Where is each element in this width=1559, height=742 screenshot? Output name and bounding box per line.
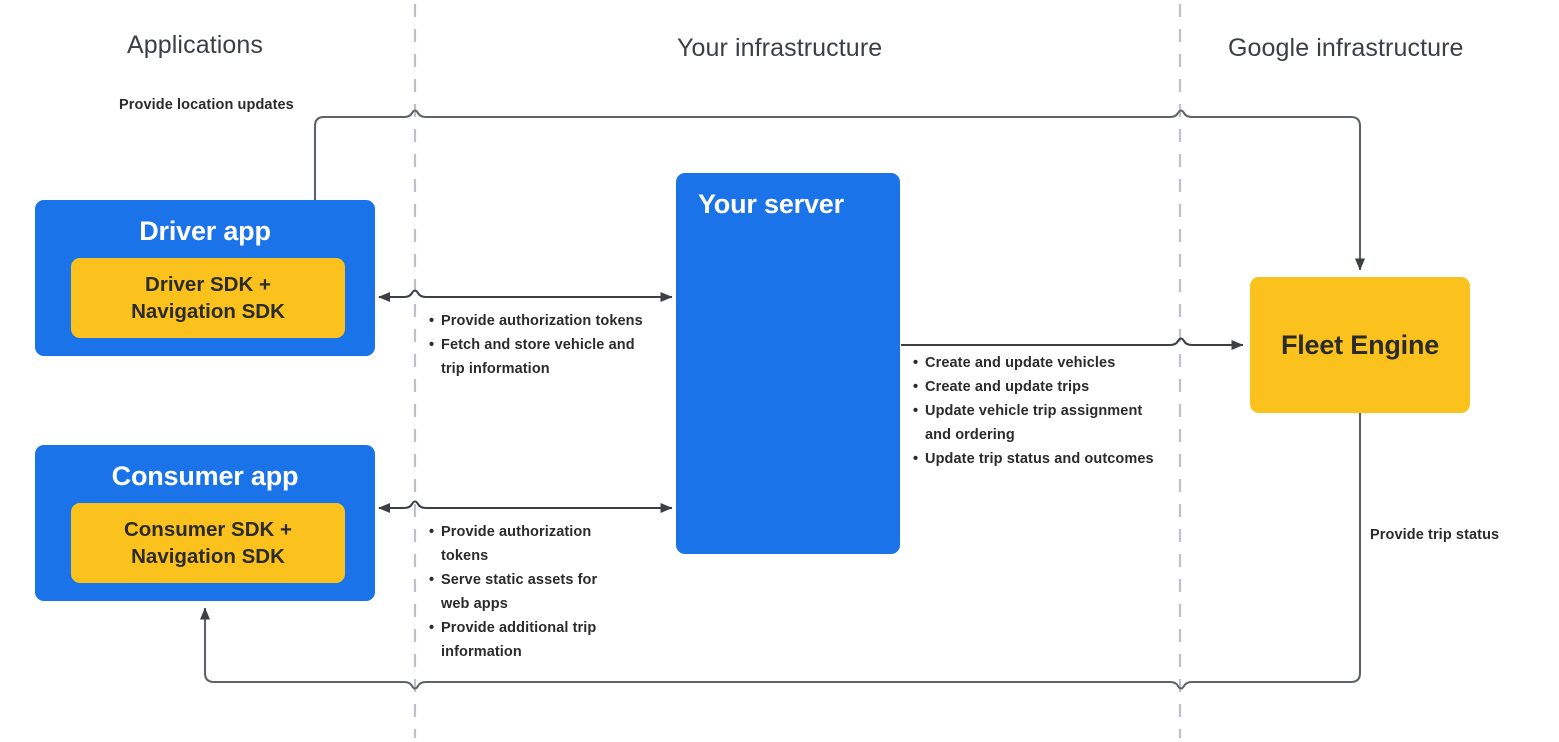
bullet-text: Fetch and store vehicle and trip informa… <box>441 337 635 378</box>
bullet-item: • Create and update vehicles <box>913 351 1163 375</box>
bullet-dot-icon: • <box>913 355 919 371</box>
bullet-item: • Provide additional trip information <box>429 616 629 664</box>
bullet-item: • Provide authorization tokens <box>429 309 651 333</box>
bullet-item: • Fetch and store vehicle and trip inform… <box>429 333 651 381</box>
bullet-item: • Update vehicle trip assignment and orde… <box>913 399 1163 447</box>
edge-bullets-server-fleet: • Create and update vehicles • Create and u… <box>913 351 1163 471</box>
bullet-dot-icon: • <box>913 403 919 420</box>
bullet-text: Update trip status and outcomes <box>925 451 1154 468</box>
bullet-text: Provide authorization tokens <box>441 524 592 565</box>
bullet-dot-icon: • <box>429 337 435 354</box>
bullet-item: • Update trip status and outcomes <box>913 447 1163 471</box>
bullet-item: • Create and update trips <box>913 375 1163 399</box>
bullet-dot-icon: • <box>429 313 435 329</box>
driver-app-title: Driver app <box>139 216 271 246</box>
edge-bullets-consumer-server: • Provide authorization tokens • Serve stat… <box>429 520 629 664</box>
node-consumer-sdk[interactable]: Consumer SDK + Navigation SDK <box>71 503 345 583</box>
bullet-text: Update vehicle trip assignment and order… <box>925 403 1143 444</box>
bullet-text: Provide authorization tokens <box>441 313 643 329</box>
bullet-dot-icon: • <box>429 572 435 589</box>
bullet-dot-icon: • <box>913 379 919 396</box>
column-header-your-infrastructure: Your infrastructure <box>677 34 883 62</box>
bullet-item: • Serve static assets for web apps <box>429 568 629 616</box>
driver-sdk-line-2: Navigation SDK <box>131 300 285 323</box>
wire-server-fleet <box>901 337 1244 350</box>
driver-sdk-line-1: Driver SDK + <box>145 272 271 296</box>
column-header-applications: Applications <box>127 31 264 59</box>
edge-label-provide-trip-status: Provide trip status <box>1370 527 1500 543</box>
your-server-title: Your server <box>698 189 844 219</box>
bullet-dot-icon: • <box>429 524 435 540</box>
wire-consumer-server <box>378 500 673 513</box>
bullet-text: Create and update vehicles <box>925 355 1116 371</box>
node-fleet-engine[interactable]: Fleet Engine <box>1250 277 1470 413</box>
node-your-server[interactable]: Your server <box>676 173 900 554</box>
bullet-item: • Provide authorization tokens <box>429 520 629 568</box>
bullet-text: Provide additional trip information <box>441 620 597 661</box>
edge-bullets-driver-server: • Provide authorization tokens • Fetch and … <box>429 309 651 381</box>
consumer-sdk-line-2: Navigation SDK <box>131 545 285 568</box>
consumer-app-title: Consumer app <box>111 461 299 491</box>
bullet-dot-icon: • <box>429 620 435 637</box>
node-driver-app[interactable]: Driver app Driver SDK + Navigation SDK <box>35 200 375 356</box>
node-driver-sdk[interactable]: Driver SDK + Navigation SDK <box>71 258 345 338</box>
fleet-engine-title: Fleet Engine <box>1280 329 1440 360</box>
wire-driver-server <box>378 289 673 302</box>
consumer-sdk-line-1: Consumer SDK + <box>123 517 293 541</box>
node-consumer-app[interactable]: Consumer app Consumer SDK + Navigation S… <box>35 445 375 601</box>
bullet-dot-icon: • <box>913 451 919 468</box>
column-header-google-infrastructure: Google infrastructure <box>1228 34 1464 62</box>
bullet-text: Create and update trips <box>925 379 1090 396</box>
edge-label-provide-location-updates: Provide location updates <box>119 97 294 113</box>
bullet-text: Serve static assets for web apps <box>441 572 598 613</box>
